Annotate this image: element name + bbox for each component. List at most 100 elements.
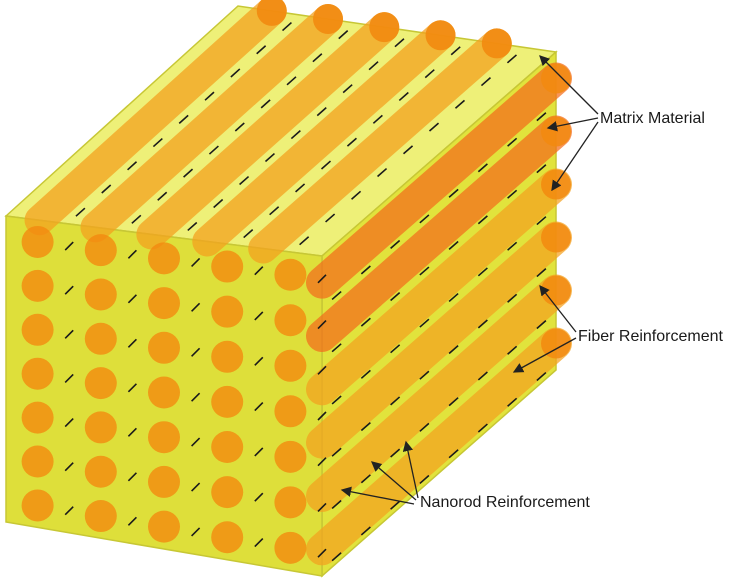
top-fiber — [248, 28, 512, 264]
front-fiber-end — [274, 349, 307, 382]
leader-matrix-top — [539, 55, 599, 115]
right-fiber — [306, 274, 572, 512]
top-nanorod-dash — [256, 45, 267, 55]
top-nanorod-dash — [157, 191, 168, 201]
right-fiber-end — [541, 222, 571, 253]
right-nanorod-dash — [360, 265, 371, 275]
right-nanorod-dash — [360, 422, 371, 432]
front-fiber-end — [211, 521, 244, 554]
right-fiber-end — [541, 328, 571, 359]
front-nanorod-dash — [317, 548, 327, 558]
top-fiber — [192, 20, 456, 257]
top-nanorod-dash — [480, 77, 492, 87]
front-nanorod-dash — [127, 383, 137, 393]
right-nanorod-dash — [536, 216, 547, 226]
front-fiber-end — [21, 313, 54, 346]
front-fiber-end — [84, 367, 117, 400]
right-nanorod-dash — [448, 188, 459, 198]
top-fiber — [136, 12, 400, 250]
right-nanorod-dash — [536, 164, 547, 174]
right-nanorod-dash — [477, 319, 488, 329]
right-fiber-end — [541, 63, 571, 94]
right-fiber — [306, 115, 572, 352]
front-nanorod-dash — [127, 294, 137, 304]
front-fiber-end — [21, 357, 54, 390]
top-nanorod-dash — [269, 206, 280, 216]
right-nanorod-dash — [477, 267, 488, 277]
front-nanorod-dash — [317, 411, 327, 421]
top-fiber-end — [313, 4, 344, 35]
leader-fiber-low — [512, 337, 577, 373]
top-nanorod-dash — [299, 236, 310, 246]
front-nanorod-dash — [64, 329, 74, 339]
right-nanorod-dash — [419, 422, 430, 432]
right-nanorod-dash — [507, 189, 518, 199]
front-fiber-end — [274, 304, 307, 337]
front-nanorod-dash — [317, 274, 327, 284]
front-fiber-end — [274, 486, 307, 519]
front-fiber-end — [84, 500, 117, 533]
right-nanorod-dash — [390, 396, 401, 406]
top-nanorod-dash — [101, 184, 112, 194]
right-fiber-end — [541, 116, 571, 147]
leader-nanorod-b — [402, 440, 419, 499]
leader-fiber-top — [539, 284, 577, 333]
front-fiber-end — [148, 510, 180, 543]
right-nanorod-dash — [477, 423, 488, 433]
front-nanorod-dash — [254, 447, 264, 457]
front-fiber-end — [21, 225, 54, 258]
front-fiber-end — [211, 340, 244, 373]
right-nanorod-dash — [507, 397, 518, 407]
top-nanorod-dash — [295, 183, 306, 193]
front-nanorod-dash — [191, 302, 201, 312]
top-fiber — [80, 4, 344, 243]
front-fiber-end — [148, 376, 180, 409]
front-nanorod-dash — [191, 527, 201, 537]
right-nanorod-dash — [360, 474, 371, 484]
right-nanorod-dash — [419, 266, 430, 276]
front-nanorod-dash — [254, 492, 264, 502]
top-nanorod-dash — [454, 99, 466, 109]
right-nanorod-dash — [477, 371, 488, 381]
front-nanorod-dash — [191, 257, 201, 268]
right-nanorod-dash — [536, 371, 547, 382]
right-nanorod-dash — [507, 293, 518, 303]
top-nanorod-dash — [450, 46, 461, 56]
front-fiber-end — [21, 269, 54, 302]
front-nanorod-dash — [64, 241, 74, 251]
right-nanorod-dash — [448, 397, 459, 407]
right-fiber — [306, 221, 572, 459]
right-nanorod-dash — [448, 240, 459, 250]
leader-nanorod-c — [340, 486, 415, 505]
top-nanorod-dash — [131, 214, 142, 224]
front-fiber-end — [274, 531, 307, 564]
top-nanorod-dash — [75, 207, 86, 217]
right-fiber — [306, 168, 572, 406]
right-nanorod-dash — [507, 137, 518, 147]
top-nanorod-dash — [346, 137, 357, 147]
right-nanorod-dash — [536, 112, 547, 122]
top-nanorod-dash — [234, 122, 245, 132]
top-nanorod-dash — [183, 168, 194, 178]
leader-matrix-mid — [546, 117, 599, 132]
top-nanorod-dash — [398, 91, 409, 102]
front-nanorod-dash — [127, 338, 137, 348]
front-fiber-end — [148, 242, 180, 275]
front-fiber-end — [21, 401, 54, 434]
top-fiber-end — [425, 20, 456, 51]
front-nanorod-dash — [191, 437, 201, 447]
top-nanorod-dash — [286, 76, 297, 86]
top-nanorod-dash — [394, 38, 405, 48]
front-nanorod-dash — [254, 537, 264, 548]
front-nanorod-dash — [254, 402, 264, 412]
top-nanorod-dash — [290, 130, 301, 140]
top-fiber-group — [24, 0, 512, 264]
top-nanorod-dash — [260, 99, 271, 109]
front-nanorod-dash — [191, 482, 201, 492]
right-nanorod-dash — [536, 319, 547, 330]
top-nanorod-dash — [351, 190, 362, 200]
right-nanorod-dash — [331, 343, 342, 353]
front-nanorod-dash — [254, 266, 264, 276]
right-nanorod-dash — [448, 292, 459, 303]
front-nanorod-dash — [317, 320, 327, 330]
